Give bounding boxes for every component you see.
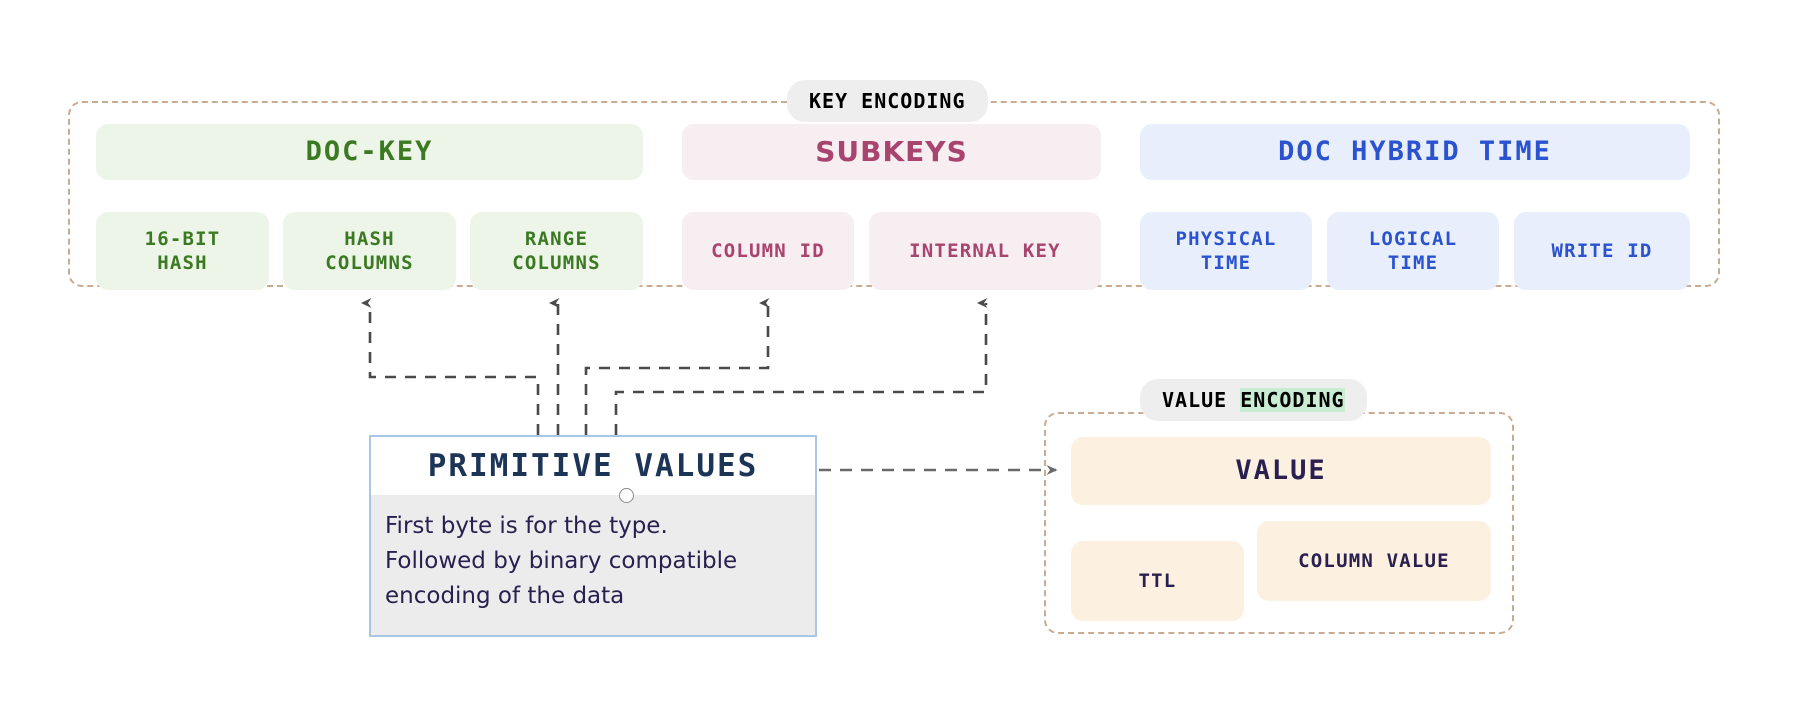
- doc-hybrid-time-header[interactable]: DOC HYBRID TIME: [1140, 124, 1690, 180]
- primitive-values-description: First byte is for the type. Followed by …: [385, 513, 738, 609]
- connector-to-hash-columns: [361, 298, 540, 435]
- connector-to-internal-key: [614, 298, 988, 435]
- doc-key-child-range-columns[interactable]: RANGE COLUMNS: [470, 212, 643, 290]
- primitive-values-resize-handle[interactable]: [619, 488, 634, 503]
- value-encoding-group-label: VALUE ENCODING: [1140, 379, 1367, 421]
- doc-key-header[interactable]: DOC-KEY: [96, 124, 643, 180]
- primitive-values-node[interactable]: PRIMITIVE VALUES First byte is for the t…: [369, 435, 817, 637]
- doc-hybrid-time-child-write-id[interactable]: WRITE ID: [1514, 212, 1690, 290]
- subkeys-child-internal-key[interactable]: INTERNAL KEY: [869, 212, 1101, 290]
- primitive-values-title: PRIMITIVE VALUES: [371, 437, 815, 495]
- doc-key-child-16-bit-hash[interactable]: 16-BIT HASH: [96, 212, 269, 290]
- value-header[interactable]: VALUE: [1071, 437, 1491, 505]
- value-encoding-label-highlight: ENCODING: [1240, 388, 1345, 412]
- key-encoding-group-label: KEY ENCODING: [787, 80, 988, 122]
- doc-hybrid-time-child-logical-time[interactable]: LOGICAL TIME: [1327, 212, 1499, 290]
- value-child-column-value[interactable]: COLUMN VALUE: [1257, 521, 1491, 601]
- subkeys-child-column-id[interactable]: COLUMN ID: [682, 212, 854, 290]
- doc-key-child-hash-columns[interactable]: HASH COLUMNS: [283, 212, 456, 290]
- value-child-ttl[interactable]: TTL: [1071, 541, 1244, 621]
- connector-to-column-id: [584, 298, 770, 435]
- value-encoding-label-plain: VALUE: [1162, 388, 1241, 412]
- subkeys-header[interactable]: SUBKEYS: [682, 124, 1101, 180]
- doc-hybrid-time-child-physical-time[interactable]: PHYSICAL TIME: [1140, 212, 1312, 290]
